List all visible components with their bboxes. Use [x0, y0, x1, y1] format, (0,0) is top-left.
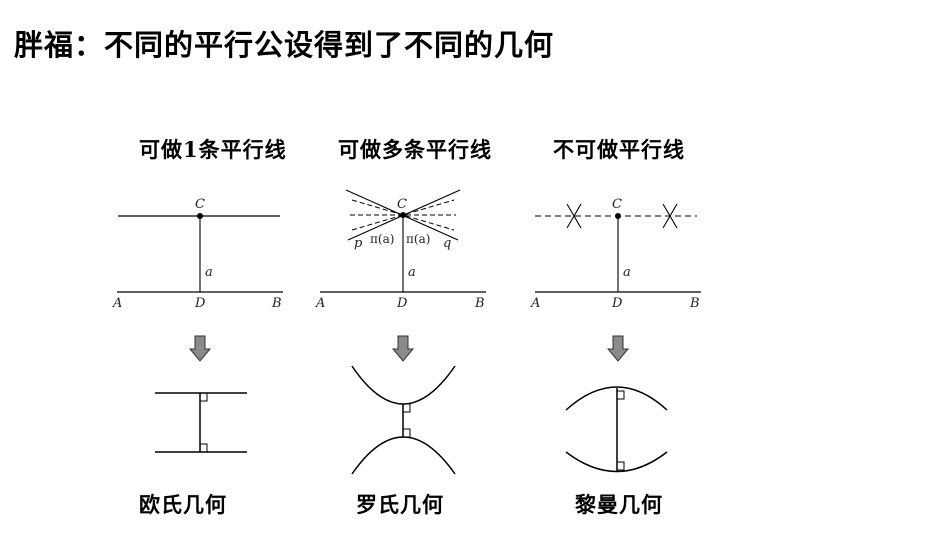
euclidean-model — [155, 392, 247, 453]
label-c: C — [397, 197, 407, 212]
label-c: C — [195, 197, 205, 212]
panel-elliptic: C a A D B — [530, 197, 701, 311]
label-a: a — [205, 265, 213, 280]
curve-top — [351, 365, 456, 405]
right-angle-marker — [402, 428, 411, 438]
panel-euclidean: C a A D B — [112, 197, 283, 311]
right-angle-marker — [616, 461, 625, 471]
cross-mark-icon — [566, 203, 582, 229]
point-c — [615, 213, 621, 219]
label-a-point: A — [530, 296, 540, 311]
caption-hyperbolic: 可做多条平行线 — [338, 137, 492, 162]
dashed-line-2 — [351, 199, 455, 231]
caption-euclidean: 可做1条平行线 — [139, 137, 287, 162]
cross-mark-icon — [662, 203, 678, 229]
label-a-point: A — [315, 296, 325, 311]
curve-bottom — [351, 436, 456, 475]
right-angle-marker — [199, 443, 208, 453]
panel-hyperbolic: C π(a) π(a) p q a A D B — [315, 189, 486, 311]
down-arrow-icon — [391, 335, 415, 362]
label-c: C — [612, 197, 622, 212]
curve-bottom — [565, 451, 668, 473]
label-a: a — [408, 265, 416, 280]
down-arrow-icon — [606, 335, 630, 362]
hyperbolic-model — [351, 365, 456, 475]
label-b: B — [689, 296, 700, 311]
label-a-point: A — [112, 296, 122, 311]
label-q: q — [443, 236, 451, 251]
right-angle-marker — [616, 390, 625, 400]
caption-elliptic: 不可做平行线 — [553, 137, 685, 162]
dashed-line-1 — [351, 199, 455, 231]
down-arrow-icon — [188, 335, 212, 362]
geometry-name-elliptic: 黎曼几何 — [575, 492, 663, 517]
label-d: D — [396, 296, 408, 311]
label-p: p — [354, 236, 363, 251]
label-b: B — [271, 296, 282, 311]
label-pi-left: π(a) — [370, 232, 394, 246]
label-b: B — [474, 296, 485, 311]
right-angle-marker — [402, 403, 411, 413]
geometry-name-euclidean: 欧氏几何 — [139, 492, 227, 517]
right-angle-marker — [199, 392, 208, 402]
curve-top — [565, 386, 668, 411]
point-c — [400, 212, 406, 218]
label-pi-right: π(a) — [406, 232, 430, 246]
elliptic-model — [565, 386, 668, 473]
point-c — [197, 213, 203, 219]
geometry-name-hyperbolic: 罗氏几何 — [356, 492, 444, 517]
slide-title: 胖福：不同的平行公设得到了不同的几何 — [14, 28, 555, 62]
label-d: D — [194, 296, 206, 311]
label-d: D — [611, 296, 623, 311]
label-a: a — [623, 265, 631, 280]
